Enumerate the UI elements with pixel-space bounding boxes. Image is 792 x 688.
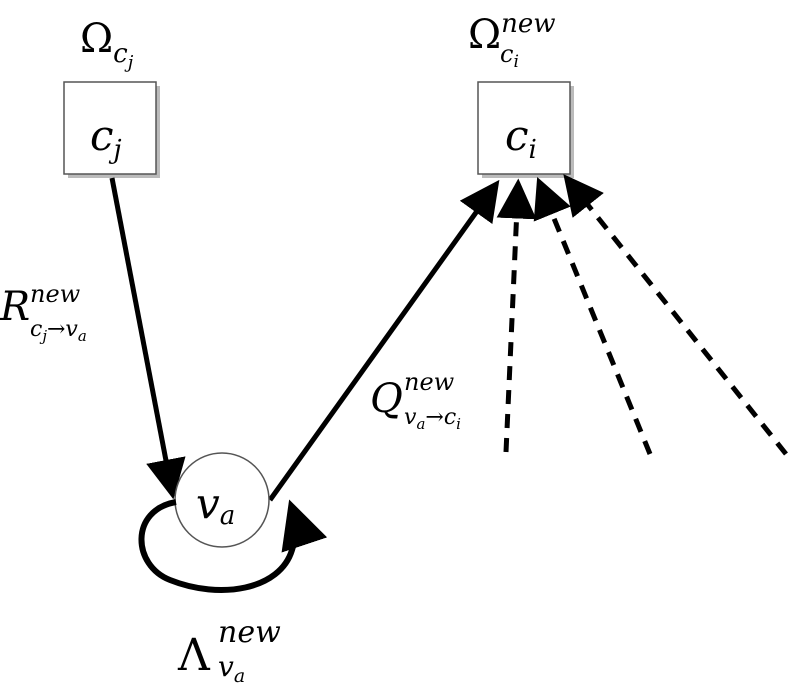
check-node-ci: [477, 81, 571, 175]
omega-cj-symbol: Ω: [80, 16, 113, 62]
omega-cj-subsub: j: [124, 52, 134, 73]
message-r-label: R: [0, 284, 30, 330]
message-r-subscript: cj→va: [30, 317, 87, 345]
message-q-arrow: [267, 179, 500, 502]
dashed-arrow-2: [533, 177, 653, 455]
message-r-symbol: R: [0, 284, 30, 330]
variable-node-va-label: va: [196, 479, 235, 531]
message-r-superscript: new: [30, 280, 81, 308]
dashed-arrow-3: [563, 174, 788, 456]
omega-cj-label: Ωcj: [80, 16, 134, 73]
message-q-subscript: va→ci: [404, 405, 461, 433]
message-q-superscript: new: [404, 368, 455, 396]
variable-node-va: [174, 452, 270, 548]
omega-ci-sup: new: [501, 9, 555, 39]
omega-ci-subsub: i: [513, 52, 518, 72]
message-r-arrow: [109, 177, 186, 500]
message-lambda-loop: [138, 499, 328, 593]
message-lambda-subscript: va: [218, 650, 245, 687]
omega-ci-label: Ωnew: [468, 9, 556, 58]
omega-ci-sub: c: [500, 40, 513, 68]
message-lambda-symbol: Λ: [177, 630, 211, 681]
check-node-ci-label: ci: [505, 111, 537, 165]
check-node-cj: [63, 81, 157, 175]
omega-cj-sub: c: [113, 39, 128, 69]
message-q-symbol: Q: [370, 376, 403, 422]
omega-ci-symbol: Ω: [468, 12, 501, 58]
message-lambda-label: Λ: [177, 630, 211, 681]
omega-ci-sub-label: ci: [500, 40, 519, 72]
message-lambda-superscript: new: [218, 615, 281, 650]
check-node-cj-label: cj: [90, 111, 122, 165]
message-q-label: Q: [370, 376, 403, 422]
dashed-arrow-1: [496, 178, 537, 453]
